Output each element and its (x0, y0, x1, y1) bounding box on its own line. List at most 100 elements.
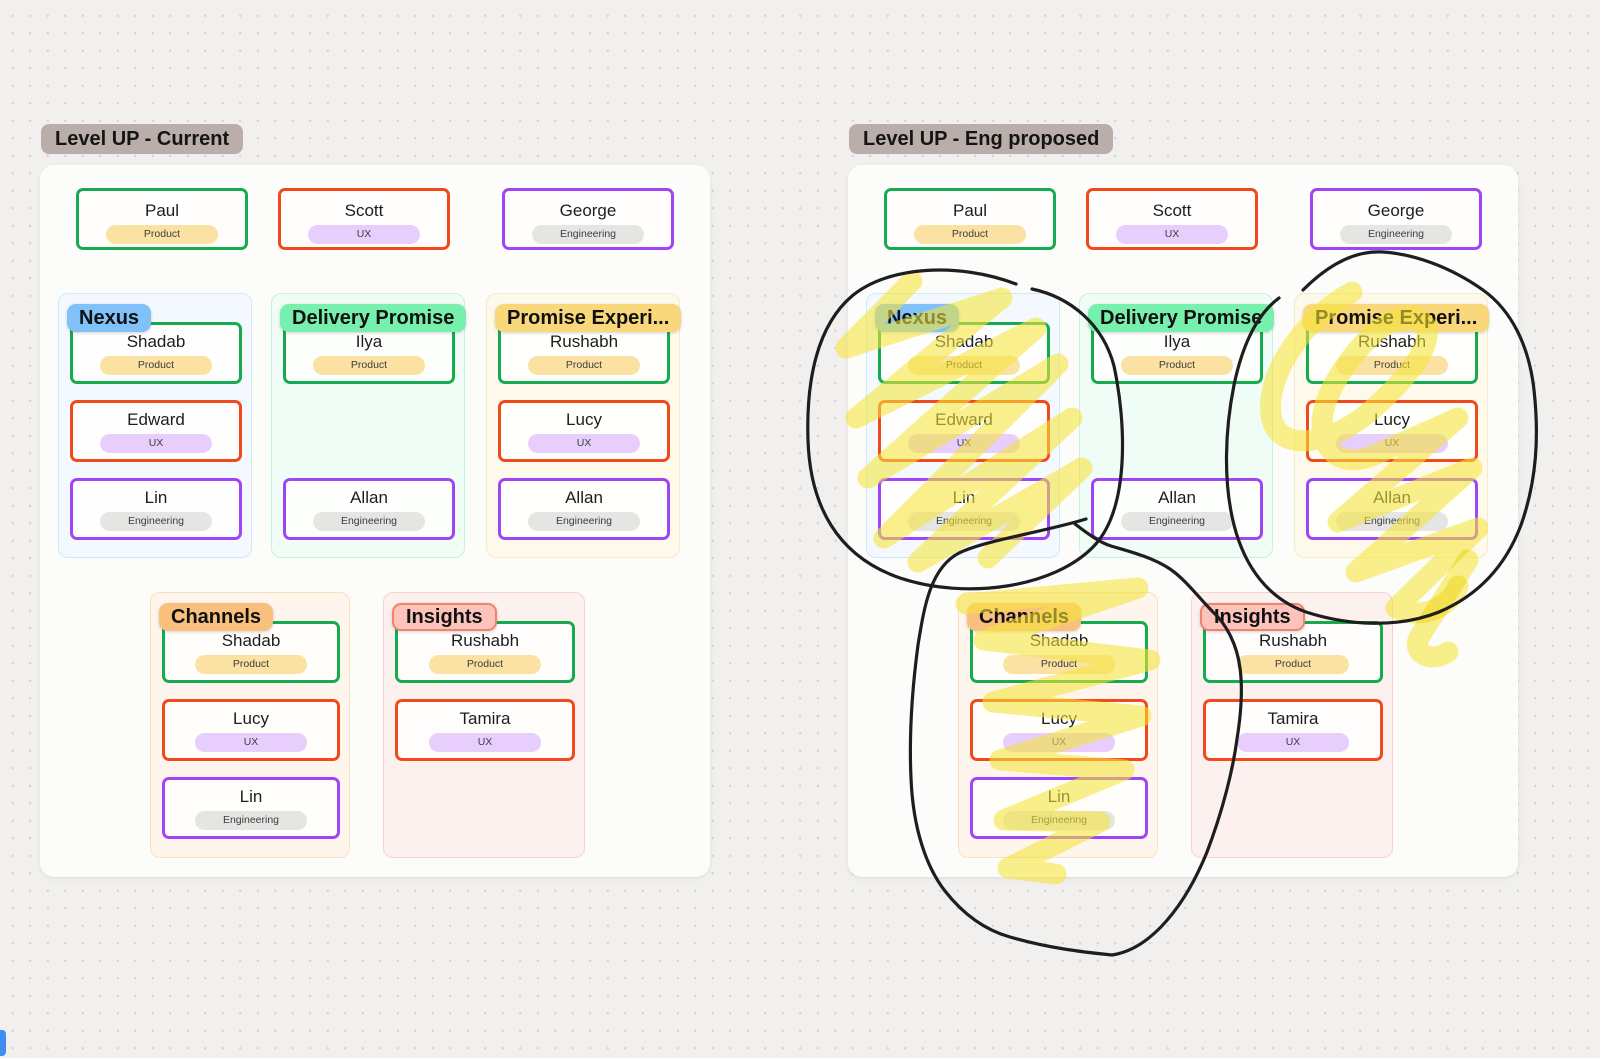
role-badge: UX (1116, 225, 1228, 244)
person-name: Allan (565, 488, 603, 507)
person-name: George (559, 201, 617, 220)
person-name: Tamira (1267, 709, 1319, 728)
person-name: Lucy (1041, 709, 1077, 728)
person-name: Lin (1047, 787, 1071, 806)
person-name: Shadab (221, 631, 281, 650)
team-label[interactable]: Promise Experi... (1303, 304, 1490, 332)
frame-title[interactable]: Level UP - Current (41, 124, 244, 154)
role-badge: UX (429, 733, 541, 752)
role-badge: UX (100, 434, 212, 453)
person-name: Ilya (355, 332, 383, 351)
role-badge: Engineering (1340, 225, 1452, 244)
role-badge: Engineering (908, 512, 1020, 531)
person-name: Paul (144, 201, 180, 220)
role-badge: UX (308, 225, 420, 244)
person-name: Shadab (1029, 631, 1089, 650)
role-badge: UX (528, 434, 640, 453)
role-badge: Product (908, 356, 1020, 375)
role-badge: UX (1237, 733, 1349, 752)
team-label[interactable]: Channels (159, 603, 274, 631)
team-label[interactable]: Insights (392, 603, 497, 631)
frame-title[interactable]: Level UP - Eng proposed (849, 124, 1114, 154)
person-name: Allan (1158, 488, 1196, 507)
person-name: Shadab (934, 332, 994, 351)
person-name: Allan (1373, 488, 1411, 507)
role-badge: Product (1336, 356, 1448, 375)
team-label[interactable]: Insights (1200, 603, 1305, 631)
person-name: Paul (952, 201, 988, 220)
person-name: Lucy (233, 709, 269, 728)
role-badge: UX (1336, 434, 1448, 453)
team-label[interactable]: Delivery Promise (280, 304, 467, 332)
canvas-edge-marker (0, 1030, 6, 1056)
role-badge: Product (429, 655, 541, 674)
role-badge: Engineering (195, 811, 307, 830)
person-name: Lin (952, 488, 976, 507)
role-badge: Engineering (1336, 512, 1448, 531)
role-badge: Engineering (313, 512, 425, 531)
team-label[interactable]: Nexus (67, 304, 152, 332)
person-name: Rushabh (450, 631, 520, 650)
person-name: Edward (127, 410, 185, 429)
person-name: Lucy (566, 410, 602, 429)
person-name: Ilya (1163, 332, 1191, 351)
role-badge: UX (908, 434, 1020, 453)
person-name: Rushabh (549, 332, 619, 351)
role-badge: Engineering (100, 512, 212, 531)
person-name: Scott (344, 201, 384, 220)
role-badge: Engineering (532, 225, 644, 244)
team-label[interactable]: Nexus (875, 304, 960, 332)
role-badge: Product (914, 225, 1026, 244)
person-name: Rushabh (1258, 631, 1328, 650)
team-label[interactable]: Promise Experi... (495, 304, 682, 332)
team-label[interactable]: Channels (967, 603, 1082, 631)
role-badge: Product (1237, 655, 1349, 674)
person-name: Rushabh (1357, 332, 1427, 351)
role-badge: Product (100, 356, 212, 375)
role-badge: Engineering (1121, 512, 1233, 531)
team-label[interactable]: Delivery Promise (1088, 304, 1275, 332)
role-badge: Product (528, 356, 640, 375)
role-badge: Engineering (528, 512, 640, 531)
role-badge: UX (195, 733, 307, 752)
person-name: Allan (350, 488, 388, 507)
